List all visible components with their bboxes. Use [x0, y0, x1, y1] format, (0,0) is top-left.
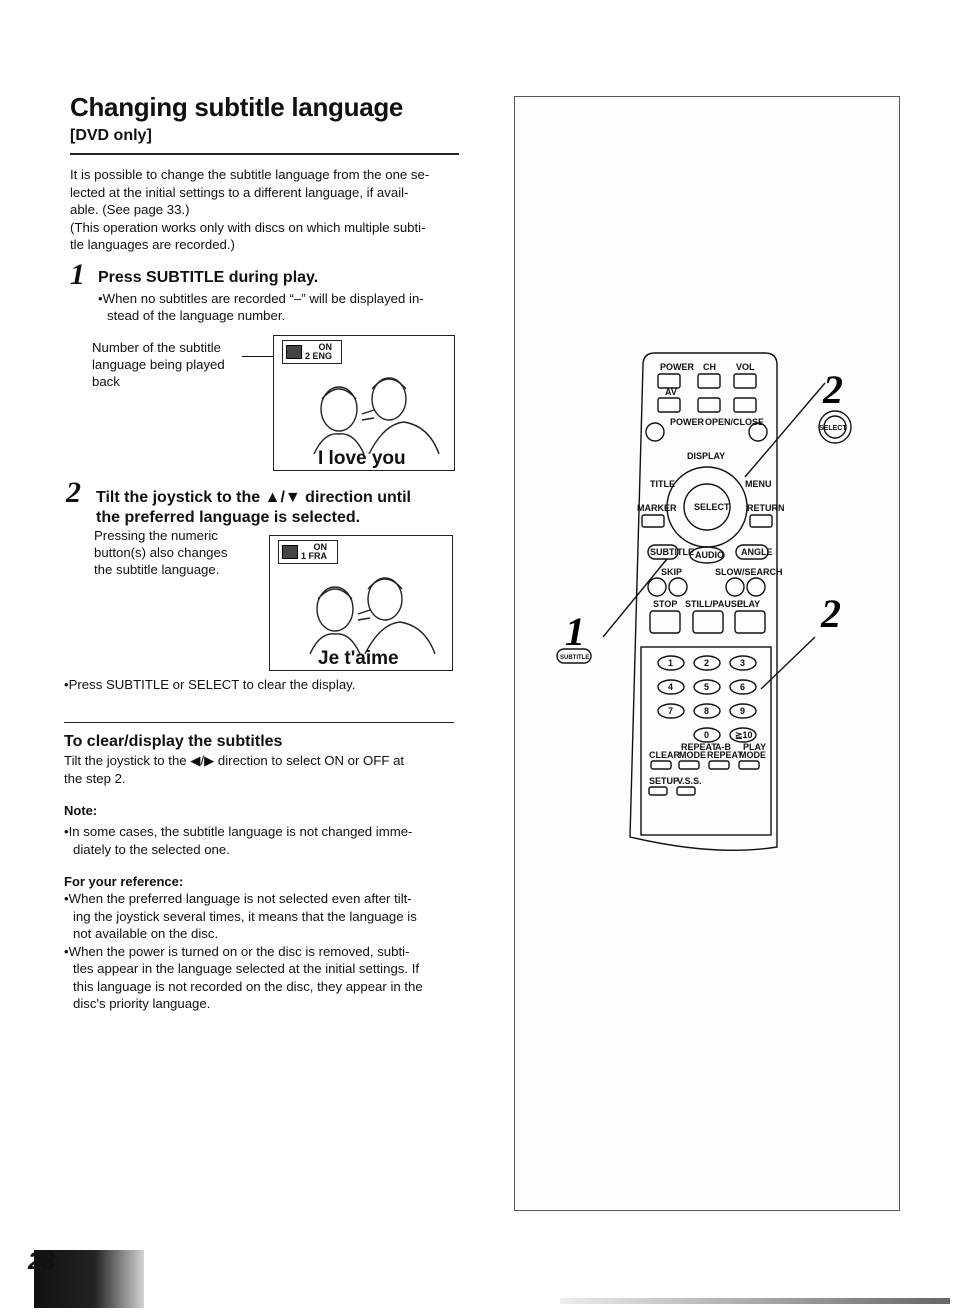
num-5: 5 [704, 682, 709, 692]
callout-step-1: 1 [565, 609, 585, 654]
num-6: 6 [740, 682, 745, 692]
repeat-mode-label: MODE [679, 750, 706, 760]
step-1-callout-label: Number of the subtitle language being pl… [92, 340, 225, 389]
callout-step-2a: 2 [822, 367, 843, 412]
num-1: 1 [668, 658, 673, 668]
clear-label: CLEAR [649, 750, 680, 760]
callout-line [242, 356, 282, 357]
remote-body [629, 352, 778, 852]
subtitle-label: SUBTITLE [650, 547, 694, 557]
callout-subtitle-label: SUBTITLE [560, 655, 589, 661]
select-label: SELECT [694, 502, 730, 512]
tv-screen-2: ON 1 FRA Je t'aime [269, 535, 453, 671]
step-2-heading: Tilt the joystick to the ▲/▼ direction u… [96, 489, 411, 526]
angle-label: ANGLE [741, 547, 773, 557]
subtitle-osd-2: ON 1 FRA [278, 540, 338, 564]
page-subtitle: [DVD only] [70, 127, 152, 144]
note-heading: Note: [64, 803, 98, 818]
reference-text: •When the preferred language is not sele… [64, 891, 423, 1011]
repeat-label: REPEAT [681, 742, 717, 752]
page-number: 28 [28, 1248, 55, 1275]
play-mode-label: MODE [739, 750, 766, 760]
page-title: Changing subtitle language [70, 92, 404, 122]
subtitle-caption-1: I love you [318, 448, 406, 469]
audio-label: AUDIO [695, 550, 724, 560]
play-label: PLAY [737, 599, 760, 609]
remote-control-diagram: POWER CH VOL AV POWER OPEN/CLOSE DISPLAY… [556, 352, 852, 852]
callout-select-label: SELECT [819, 425, 847, 432]
step-2-note: Pressing the numeric button(s) also chan… [94, 528, 228, 577]
subtitle-icon [282, 545, 298, 559]
num-9: 9 [740, 706, 745, 716]
step-2-number: 2 [66, 476, 81, 509]
av-label: AV [665, 387, 677, 397]
note-text: •In some cases, the subtitle language is… [64, 824, 413, 857]
clear-text: Tilt the joystick to the ◀/▶ direction t… [64, 753, 405, 786]
power-label: POWER [660, 362, 695, 372]
display-label: DISPLAY [687, 451, 725, 461]
reference-heading: For your reference: [64, 874, 184, 889]
title-label: TITLE [650, 479, 675, 489]
intro-paragraph: It is possible to change the subtitle la… [70, 167, 430, 252]
num-4: 4 [668, 682, 673, 692]
ab-repeat-label: REPEAT [707, 750, 743, 760]
clear-heading: To clear/display the subtitles [64, 733, 283, 750]
power-disc-label: POWER [670, 417, 705, 427]
header-rule [70, 153, 459, 155]
subtitle-caption-2: Je t'aime [318, 648, 399, 669]
step-1-number: 1 [70, 258, 85, 291]
step-1-bullet: •When no subtitles are recorded “–” will… [98, 291, 424, 323]
couple-illustration-icon [313, 377, 440, 454]
ab-label: A-B [715, 742, 731, 752]
open-close-label: OPEN/CLOSE [705, 417, 764, 427]
num-10: ≧10 [735, 730, 753, 740]
marker-label: MARKER [637, 503, 677, 513]
remote-panel: POWER CH VOL AV POWER OPEN/CLOSE DISPLAY… [514, 96, 900, 1211]
num-2: 2 [704, 658, 709, 668]
section-rule [64, 722, 454, 723]
num-3: 3 [740, 658, 745, 668]
vol-label: VOL [736, 362, 755, 372]
num-8: 8 [704, 706, 709, 716]
play-mode-top-label: PLAY [743, 742, 766, 752]
subtitle-osd-1: ON 2 ENG [282, 340, 342, 364]
callout-step-2b: 2 [820, 591, 841, 636]
menu-label: MENU [745, 479, 772, 489]
setup-label: SETUP [649, 776, 679, 786]
still-pause-label: STILL/PAUSE [685, 599, 743, 609]
step-2-bullet: •Press SUBTITLE or SELECT to clear the d… [64, 677, 356, 692]
tv-screen-1: ON 2 ENG I love you [273, 335, 455, 471]
ch-label: CH [703, 362, 716, 372]
couple-illustration-icon [309, 577, 436, 654]
skip-label: SKIP [661, 567, 682, 577]
step-1-heading: Press SUBTITLE during play. [98, 269, 319, 286]
subtitle-icon [286, 345, 302, 359]
slow-search-label: SLOW/SEARCH [715, 567, 783, 577]
stop-label: STOP [653, 599, 677, 609]
return-label: RETURN [747, 503, 785, 513]
num-7: 7 [668, 706, 673, 716]
num-0: 0 [704, 730, 709, 740]
page-tab [34, 1250, 144, 1308]
vss-label: V.S.S. [677, 776, 702, 786]
bottom-bar [560, 1298, 950, 1304]
